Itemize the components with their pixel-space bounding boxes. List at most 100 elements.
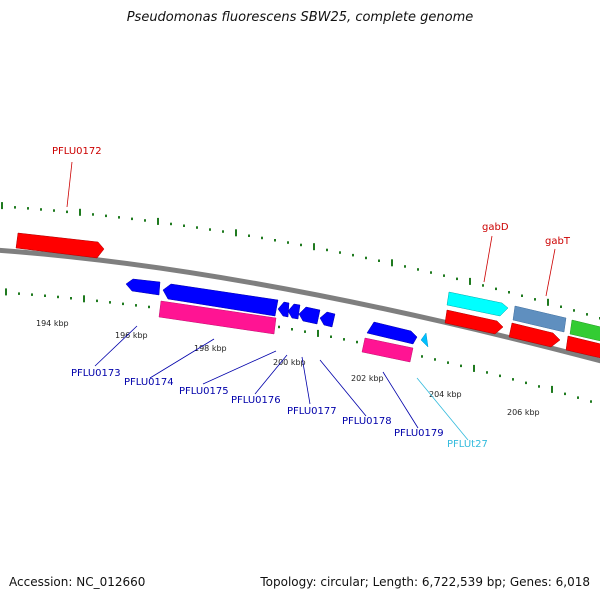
minor-tick (495, 287, 497, 291)
scale-label: 206 kbp (507, 408, 540, 417)
minor-tick (27, 207, 29, 210)
major-tick (1, 202, 3, 210)
label-pflu0174[interactable]: PFLU0174 (124, 377, 174, 388)
minor-tick (92, 213, 94, 216)
major-tick (157, 217, 159, 225)
minor-tick (261, 236, 263, 240)
minor-tick (183, 224, 185, 227)
feature-arrow-pflu0172[interactable] (15, 232, 105, 259)
feature-arrow-pflu0174-cds[interactable] (158, 300, 277, 335)
major-tick (317, 329, 319, 337)
scale-label: 194 kbp (36, 319, 69, 328)
label-pflu0176[interactable]: PFLU0176 (231, 395, 281, 406)
scale-label: 198 kbp (194, 344, 227, 353)
feature-arrow-next-gene[interactable] (565, 335, 600, 359)
minor-tick (534, 298, 536, 301)
minor-tick (14, 206, 16, 209)
label-pflut27[interactable]: PFLUt27 (447, 439, 488, 450)
minor-tick (343, 338, 345, 341)
feature-arrow-pflu0176[interactable] (287, 303, 301, 320)
feature-arrow-next[interactable] (569, 319, 600, 342)
minor-tick (443, 274, 445, 277)
minor-tick (66, 210, 68, 214)
feature-arrow-gabd-gene[interactable] (444, 309, 504, 335)
major-tick (551, 385, 553, 393)
map-title: Pseudomonas fluorescens SBW25, complete … (126, 10, 474, 25)
minor-tick (365, 256, 367, 260)
inner-tick-ring (5, 288, 592, 403)
minor-tick (326, 248, 328, 252)
label-pflu0173[interactable]: PFLU0173 (71, 368, 121, 379)
minor-tick (300, 243, 302, 247)
label-gabd[interactable]: gabD (482, 222, 509, 233)
minor-tick (421, 355, 423, 358)
scale-label: 202 kbp (351, 374, 384, 383)
minor-tick (430, 271, 432, 274)
feature-arrow-gabt[interactable] (512, 305, 567, 333)
feature-arrow-pflu0174[interactable] (162, 283, 279, 317)
topology-text: Topology: circular; Length: 6,722,539 bp… (260, 575, 590, 589)
major-tick (547, 298, 549, 306)
minor-tick (144, 219, 146, 222)
minor-tick (521, 294, 523, 297)
minor-tick (44, 294, 46, 297)
minor-tick (499, 374, 501, 378)
minor-tick (525, 381, 527, 385)
label-pflu0178[interactable]: PFLU0178 (342, 416, 392, 427)
minor-tick (31, 293, 33, 296)
minor-tick (486, 371, 488, 374)
major-tick (469, 277, 471, 285)
minor-tick (460, 364, 462, 368)
accession-text: Accession: NC_012660 (9, 575, 146, 589)
minor-tick (131, 217, 133, 221)
minor-tick (512, 378, 514, 381)
minor-tick (122, 302, 124, 306)
minor-tick (248, 234, 250, 237)
minor-tick (96, 299, 98, 303)
label-gabt[interactable]: gabT (545, 236, 571, 247)
minor-tick (417, 268, 419, 271)
minor-tick (573, 309, 575, 312)
feature-arrow-gabd[interactable] (446, 291, 509, 317)
minor-tick (196, 226, 198, 229)
feature-arrow-pflu0179-gene[interactable] (361, 337, 414, 363)
minor-tick (222, 230, 224, 233)
minor-tick (53, 209, 55, 212)
major-tick (79, 208, 81, 216)
feature-arrow-pflu0173[interactable] (125, 278, 161, 296)
label-pflu0177[interactable]: PFLU0177 (287, 406, 337, 417)
genome-backbone (0, 247, 600, 364)
minor-tick (209, 228, 211, 231)
scale-labels: 194 kbp 196 kbp 198 kbp 200 kbp 202 kbp … (36, 319, 540, 417)
minor-tick (356, 340, 358, 344)
minor-tick (291, 328, 293, 331)
label-pflu0172[interactable]: PFLU0172 (52, 146, 102, 157)
minor-tick (447, 361, 449, 364)
minor-tick (560, 305, 562, 308)
feature-arrow-pflut27[interactable] (420, 332, 429, 348)
minor-tick (40, 208, 42, 211)
feature-arrow-gabt-gene[interactable] (508, 322, 561, 348)
major-tick (313, 243, 315, 251)
minor-tick (404, 265, 406, 268)
minor-tick (287, 241, 289, 244)
minor-tick (148, 305, 150, 309)
minor-tick (70, 297, 72, 300)
minor-tick (304, 330, 306, 333)
feature-arrow-pflu0179-cds[interactable] (366, 321, 418, 345)
minor-tick (590, 400, 592, 403)
label-pflu0175[interactable]: PFLU0175 (179, 386, 229, 397)
scale-label: 204 kbp (429, 390, 462, 399)
label-pflu0179[interactable]: PFLU0179 (394, 428, 444, 439)
feature-arrow-pflu0177[interactable] (298, 306, 321, 325)
minor-tick (339, 251, 341, 254)
minor-tick (330, 335, 332, 338)
minor-tick (170, 222, 172, 226)
feature-arrow-pflu0178[interactable] (319, 311, 336, 328)
minor-tick (352, 253, 354, 257)
minor-tick (564, 392, 566, 396)
feature-arrow-pflu0175[interactable] (277, 301, 290, 318)
minor-tick (109, 301, 111, 304)
scale-label: 200 kbp (273, 358, 306, 367)
feature-labels: PFLU0172 gabD gabT PFLU0173 PFLU0174 PFL… (52, 146, 571, 450)
